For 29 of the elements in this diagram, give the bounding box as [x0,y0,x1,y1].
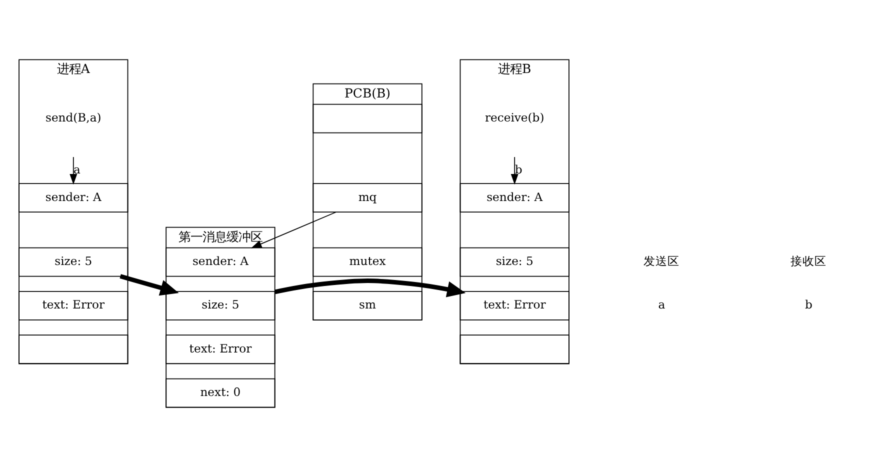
node-box: text: Error [18,290,128,320]
node-box: next: 0 [166,378,276,408]
node-box: sender: A [460,182,570,212]
node-box: size: 5 [460,246,570,276]
node-box: mq [312,182,422,212]
node-box: size: 5 [18,246,128,276]
node-box: sender: A [166,246,276,276]
arrow [70,156,78,184]
edge-label: a [74,162,80,176]
arrow [510,156,518,184]
edge-label: b [514,162,522,176]
node-text: receive(b) [484,110,544,124]
node-box [460,334,570,364]
label: b [805,297,812,312]
node-box: text: Error [166,334,276,364]
node-box [312,103,422,133]
node-box [18,334,128,364]
label: 发送区 [644,254,680,268]
node-box: mutex [312,246,422,276]
arrow [274,278,466,297]
label: 接收区 [790,254,827,268]
label: a [658,297,666,312]
node-text: send(B,a) [46,110,102,124]
node-box: sm [312,290,422,320]
node-box: text: Error [460,290,570,320]
arrow [250,211,336,248]
node-box: size: 5 [166,290,276,320]
node-box: sender: A [18,182,128,212]
arrow [120,274,179,296]
